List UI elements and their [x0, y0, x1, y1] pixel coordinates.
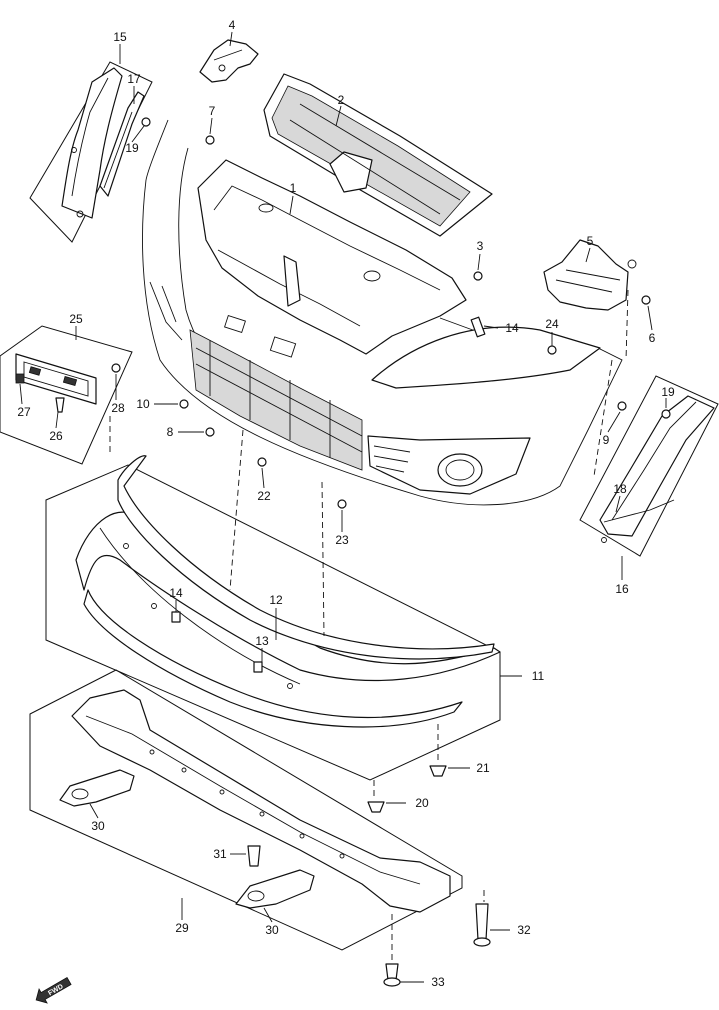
bolt-32-icon — [475, 903, 489, 941]
upper-bracket — [199, 39, 259, 83]
license-plate-bracket — [15, 353, 121, 413]
lower-spoiler — [75, 455, 501, 728]
callout-33: 33 — [431, 975, 445, 989]
callout-23: 23 — [335, 533, 349, 547]
clip-19-left-icon — [141, 117, 151, 127]
callout-31: 31 — [213, 847, 227, 861]
callout-22: 22 — [257, 489, 271, 503]
screw-9-icon — [617, 401, 627, 411]
fwd-label: FWD — [47, 983, 64, 997]
fasteners — [141, 117, 671, 987]
clip-14-icon — [470, 316, 486, 338]
nut-24-icon — [547, 345, 557, 355]
callout-29: 29 — [175, 921, 189, 935]
left-side-bracket — [61, 67, 145, 219]
callout-26: 26 — [49, 429, 63, 443]
front-grille — [263, 73, 493, 237]
bumper-upper-member — [197, 159, 467, 355]
screw-8-icon — [205, 427, 215, 437]
callout-8: 8 — [167, 425, 174, 439]
callout-9: 9 — [603, 433, 610, 447]
callout-13: 13 — [255, 634, 269, 648]
frame-lower-cover-group — [45, 464, 501, 781]
callout-1: 1 — [290, 181, 297, 195]
clip-19-right-icon — [661, 409, 671, 419]
frame-license-plate-group — [0, 325, 133, 465]
alignment-lines — [109, 289, 629, 962]
frame-left-bracket-group — [29, 61, 153, 243]
callout-5: 5 — [587, 234, 594, 248]
bolt-3-icon — [473, 271, 483, 281]
screw-10-icon — [179, 399, 189, 409]
callout-18: 18 — [613, 482, 627, 496]
bolt-7-icon — [205, 135, 215, 145]
nut-23-icon — [337, 499, 347, 509]
callout-2: 2 — [338, 93, 345, 107]
frame-reinforcement-group — [29, 669, 463, 951]
callout-16: 16 — [615, 582, 629, 596]
callout-17: 17 — [127, 72, 141, 86]
clip-21-icon — [429, 765, 447, 777]
bumper-reinforcement — [59, 689, 451, 913]
callout-15: 15 — [113, 30, 127, 44]
callout-4: 4 — [229, 18, 236, 32]
bumper-cover — [142, 119, 623, 506]
callout-27: 27 — [17, 405, 31, 419]
callout-20: 20 — [415, 796, 429, 810]
callout-12: 12 — [269, 593, 283, 607]
callout-3: 3 — [477, 239, 484, 253]
screw-22-icon — [257, 457, 267, 467]
callout-10: 10 — [136, 397, 150, 411]
callout-19-right: 19 — [661, 385, 675, 399]
callouts: 1 2 3 4 5 6 7 8 9 10 11 12 13 14 14 15 1… — [17, 18, 675, 989]
fwd-direction-badge: FWD — [35, 976, 72, 1004]
callout-21: 21 — [476, 761, 490, 775]
right-bracket — [543, 239, 637, 311]
bolt-31-icon — [247, 845, 261, 867]
callout-14-upper: 14 — [505, 321, 519, 335]
fwd-arrow-icon — [35, 976, 72, 1004]
callout-32: 32 — [517, 923, 531, 937]
right-side-bracket — [599, 395, 715, 543]
callout-30-left: 30 — [91, 819, 105, 833]
callout-24: 24 — [545, 317, 559, 331]
callout-25: 25 — [69, 312, 83, 326]
callout-7: 7 — [209, 104, 216, 118]
callout-6: 6 — [649, 331, 656, 345]
callout-19-left: 19 — [125, 141, 139, 155]
bolt-6-icon — [641, 295, 651, 305]
callout-28: 28 — [111, 401, 125, 415]
callout-30-right: 30 — [265, 923, 279, 937]
leader-lines — [19, 31, 667, 983]
callout-11: 11 — [532, 669, 545, 683]
clip-20-icon — [367, 801, 385, 813]
frame-right-bracket-group — [579, 375, 719, 557]
callout-14-lower: 14 — [169, 586, 183, 600]
